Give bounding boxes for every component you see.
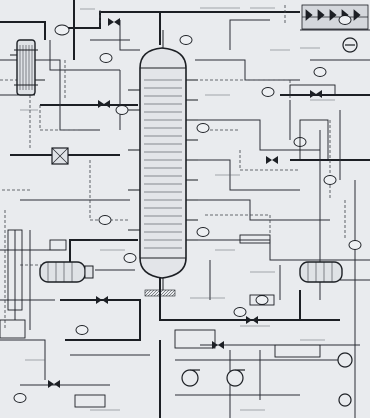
- control-valve-bank: [301, 4, 369, 30]
- annotation-marks: [20, 7, 335, 411]
- instrument-bubbles: [13, 15, 362, 403]
- reboiler-left: [39, 261, 94, 283]
- column-nozzles: [128, 30, 198, 290]
- column-trays: [144, 79, 182, 249]
- reboiler-right: [299, 261, 343, 283]
- overhead-condenser: [10, 39, 45, 96]
- column-skirt: [144, 289, 176, 297]
- small-exchanger: [51, 147, 69, 165]
- pump-symbols: [181, 37, 358, 407]
- auxiliary-boxes: [0, 84, 336, 408]
- distillation-column: [128, 30, 198, 290]
